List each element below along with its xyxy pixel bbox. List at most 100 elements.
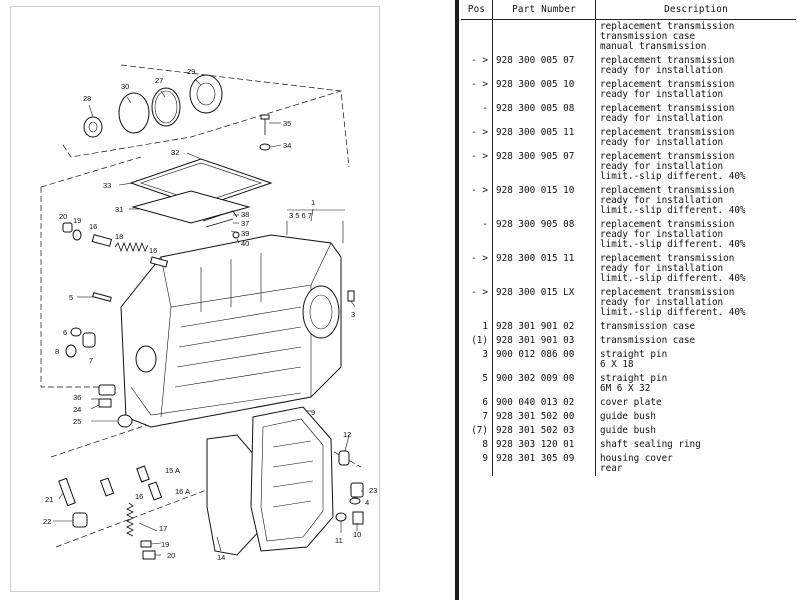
part-description: replacement transmission ready for insta… (600, 151, 746, 182)
part-pos: 9 (461, 452, 493, 476)
part-pos: - > (461, 126, 493, 150)
part-number: 928 300 005 07 (492, 54, 596, 78)
housing-cover-9 (250, 406, 334, 552)
callout-37: 37 (241, 219, 249, 228)
part-pos: - (461, 218, 493, 252)
shaft-seal-28 (83, 116, 103, 138)
part-pos: - (461, 102, 493, 126)
callout-16A: 16 A (175, 487, 190, 496)
sensor-36 (98, 384, 116, 396)
part-description: housing cover rear (600, 453, 673, 474)
part-number: 928 301 305 09 (492, 452, 596, 476)
part-pos: - > (461, 150, 493, 184)
circlip-30 (118, 92, 150, 134)
callout-36: 36 (73, 393, 81, 402)
o-ring-27 (151, 87, 181, 127)
part-number: 928 301 502 03 (492, 424, 596, 438)
callout-14: 14 (217, 553, 225, 562)
bolt-35 (260, 114, 270, 135)
seal-29 (189, 74, 223, 114)
plug-10 (352, 511, 364, 525)
part-pos: - > (461, 286, 493, 320)
part-pos: 6 (461, 396, 493, 410)
callout-30: 30 (121, 82, 129, 91)
column-header-part-number: Part Number (492, 0, 596, 20)
plug-20b (142, 550, 156, 560)
part-number: 928 300 015 10 (492, 184, 596, 218)
callout-23: 23 (369, 486, 377, 495)
callout-21: 21 (45, 495, 53, 504)
detent-16b (149, 256, 169, 268)
callout-35: 35 (283, 119, 291, 128)
callout-19: 19 (73, 216, 81, 225)
panel-divider (455, 0, 459, 600)
part-number: 928 301 901 02 (492, 320, 596, 334)
callout-20: 20 (59, 212, 67, 221)
detent-16-lower (99, 477, 115, 497)
part-description: cover plate (600, 397, 662, 408)
spring-18 (114, 241, 149, 253)
callout-11: 11 (335, 536, 343, 545)
cover-plate-6 (70, 327, 82, 337)
callout-1: 1 (311, 198, 315, 207)
plug-20 (62, 222, 73, 233)
part-description: replacement transmission ready for insta… (600, 103, 735, 124)
part-description: transmission case (600, 335, 696, 346)
callout-15A: 15 A (165, 466, 180, 475)
callout-20-b: 20 (167, 551, 175, 560)
plug-25 (117, 414, 133, 428)
part-description: replacement transmission ready for insta… (600, 219, 746, 250)
gear-22 (72, 512, 88, 528)
plug-23 (350, 482, 364, 498)
table-row[interactable]: replacement transmission transmission ca… (461, 19, 796, 54)
part-pos: - > (461, 252, 493, 286)
callout-40: 40 (241, 239, 249, 248)
part-pos: - > (461, 78, 493, 102)
diagram-frame: 28 30 27 29 35 34 32 33 31 38 37 39 40 1… (10, 6, 380, 592)
part-pos (461, 19, 493, 54)
part-description: guide bush (600, 411, 656, 422)
callout-38: 38 (241, 210, 249, 219)
part-number: 900 302 009 00 (492, 372, 596, 396)
transmission-case-1 (120, 234, 342, 428)
seal-19 (72, 229, 82, 241)
part-pos: - > (461, 54, 493, 78)
bushing-24 (98, 398, 112, 408)
parts-table: Pos Part Number Description replacement … (461, 0, 796, 476)
part-pos: 8 (461, 438, 493, 452)
part-number: 928 300 005 11 (492, 126, 596, 150)
part-description: replacement transmission ready for insta… (600, 287, 746, 318)
part-description: replacement transmission ready for insta… (600, 127, 735, 148)
washer-4 (349, 497, 361, 505)
callout-7: 7 (89, 356, 93, 365)
part-description: replacement transmission ready for insta… (600, 185, 746, 216)
detent-16 (91, 234, 113, 247)
part-description: replacement transmission transmission ca… (600, 21, 735, 52)
pin-5 (92, 292, 112, 302)
part-description: replacement transmission ready for insta… (600, 55, 735, 76)
part-pos: 3 (461, 348, 493, 372)
callout-29: 29 (187, 67, 195, 76)
part-description: guide bush (600, 425, 656, 436)
part-number: 900 040 013 02 (492, 396, 596, 410)
transmission-case-exploded-diagram: 28 30 27 29 35 34 32 33 31 38 37 39 40 1… (40, 64, 377, 562)
part-pos: - > (461, 184, 493, 218)
